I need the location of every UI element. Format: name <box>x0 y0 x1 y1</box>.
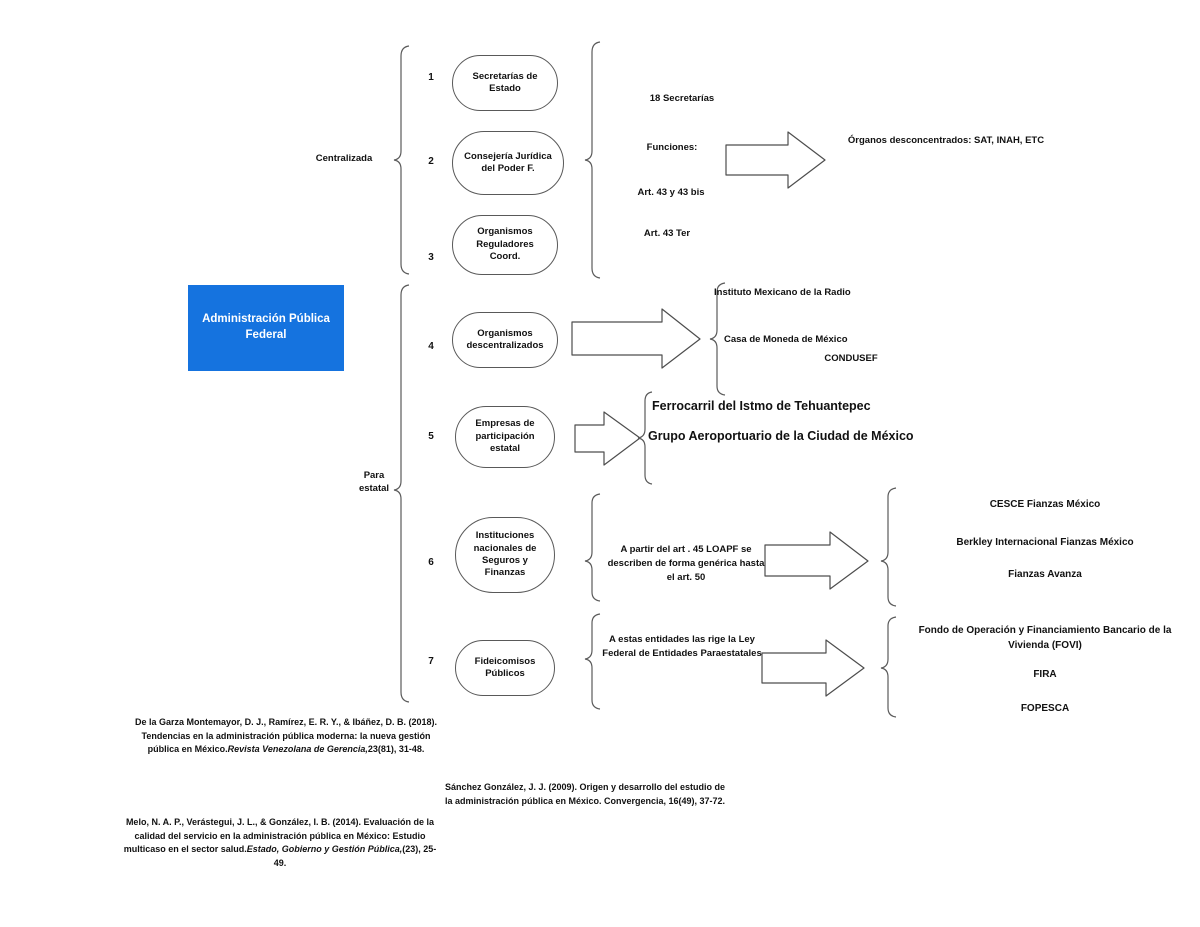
note-art-43-y-43-bis: Art. 43 y 43 bis <box>637 187 705 198</box>
note-organos-desconcentrados: Órganos desconcentrados: SAT, INAH, ETC <box>847 135 1045 146</box>
node-consejeria-juridica[interactable]: Consejería Jurídica del Poder F. <box>452 131 564 195</box>
root-node-administracion-publica-federal[interactable]: Administración Pública Federal <box>188 285 344 371</box>
arrow-seguros <box>764 531 869 590</box>
branch-label-paraestatal: Para estatal <box>358 470 390 494</box>
arrow-descentralizados <box>571 308 701 369</box>
brace-descentralizados <box>709 282 726 396</box>
reference-2-journal: Estado, Gobierno y Gestión Pública, <box>246 844 403 854</box>
list-item-ferrocarril-istmo: Ferrocarril del Istmo de Tehuantepec <box>652 399 871 413</box>
node-number-3: 3 <box>428 252 434 263</box>
node-instituciones-seguros-finanzas[interactable]: Instituciones nacionales de Seguros y Fi… <box>455 517 555 593</box>
brace-fideicomisos-list <box>880 616 897 718</box>
list-item-berkley-fianzas: Berkley Internacional Fianzas México <box>956 537 1134 548</box>
node-organismos-descentralizados[interactable]: Organismos descentralizados <box>452 312 558 368</box>
node-fideicomisos-publicos[interactable]: Fideicomisos Públicos <box>455 640 555 696</box>
brace-centralizada-notes <box>584 41 601 279</box>
brace-fideicomisos-note <box>584 613 601 710</box>
list-item-instituto-mexicano-radio: Instituto Mexicano de la Radio <box>714 287 851 298</box>
reference-2-text-a: Melo, N. A. P., Verástegui, J. L., & Gon… <box>123 817 435 854</box>
node-number-7: 7 <box>428 656 434 667</box>
branch-label-centralizada: Centralizada <box>315 153 373 164</box>
arrow-participacion-estatal <box>574 411 641 466</box>
note-art-43-ter: Art. 43 Ter <box>643 228 691 239</box>
reference-1-text-b: 23(81), 31-48. <box>367 744 425 754</box>
list-item-casa-de-moneda: Casa de Moneda de México <box>724 334 848 345</box>
note-art-45-loapf: A partir del art . 45 LOAPF se describen… <box>607 544 765 583</box>
node-organismos-reguladores[interactable]: Organismos Reguladores Coord. <box>452 215 558 275</box>
brace-seguros-list <box>880 487 897 607</box>
reference-1-journal: Revista Venezolana de Gerencia, <box>227 744 368 754</box>
note-ley-federal-entidades-paraestatales: A estas entidades las rige la Ley Federa… <box>602 634 762 659</box>
node-number-4: 4 <box>428 341 434 352</box>
list-item-fira: FIRA <box>1033 669 1057 680</box>
brace-seguros-note <box>584 493 601 602</box>
list-item-fovi: Fondo de Operación y Financiamiento Banc… <box>918 625 1172 651</box>
list-item-condusef: CONDUSEF <box>824 353 878 364</box>
reference-melo: Melo, N. A. P., Verástegui, J. L., & Gon… <box>118 816 442 870</box>
node-empresas-participacion-estatal[interactable]: Empresas de participación estatal <box>455 406 555 468</box>
reference-de-la-garza: De la Garza Montemayor, D. J., Ramírez, … <box>130 716 442 757</box>
arrow-organos-desconcentrados <box>725 131 826 189</box>
note-funciones: Funciones: <box>646 142 698 153</box>
reference-2-text-b: (23), 25-49. <box>273 844 437 868</box>
reference-sanchez-gonzalez: Sánchez González, J. J. (2009). Origen y… <box>444 782 726 806</box>
list-item-fianzas-avanza: Fianzas Avanza <box>1008 569 1082 580</box>
node-secretarias-de-estado[interactable]: Secretarías de Estado <box>452 55 558 111</box>
list-item-cesce-fianzas: CESCE Fianzas México <box>989 499 1101 510</box>
node-number-6: 6 <box>428 557 434 568</box>
node-number-5: 5 <box>428 431 434 442</box>
node-number-2: 2 <box>428 156 434 167</box>
brace-centralizada <box>393 45 410 275</box>
arrow-fideicomisos <box>761 639 865 697</box>
node-number-1: 1 <box>428 72 434 83</box>
note-18-secretarias: 18 Secretarías <box>649 93 715 104</box>
list-item-fopesca: FOPESCA <box>1020 703 1070 714</box>
reference-1-text-a: De la Garza Montemayor, D. J., Ramírez, … <box>135 717 437 754</box>
list-item-grupo-aeroportuario: Grupo Aeroportuario de la Ciudad de Méxi… <box>648 429 914 443</box>
